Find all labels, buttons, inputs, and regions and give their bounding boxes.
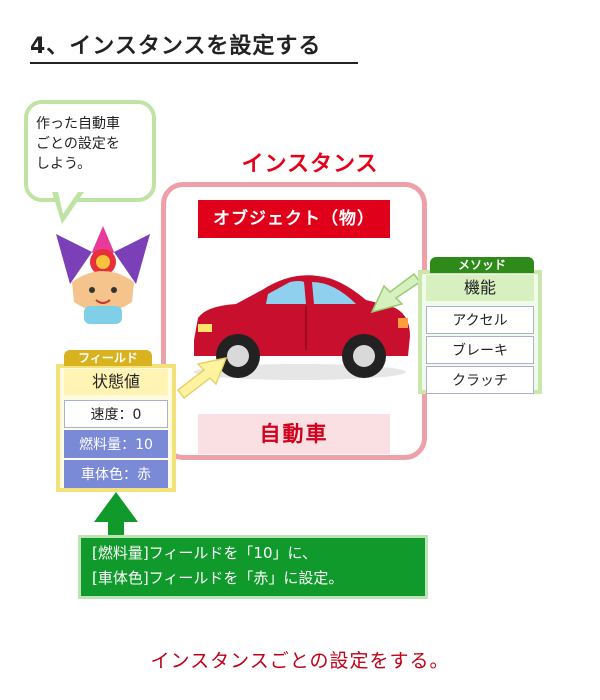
instance-title: インスタンス [241, 152, 379, 177]
car-label: 自動車 [198, 414, 390, 454]
field-header: 状態値 [64, 369, 168, 395]
description-line: [燃料量]フィールドを「10」に、 [92, 544, 318, 562]
arrow-up-icon [94, 492, 138, 540]
method-item-brake: ブレーキ [426, 336, 534, 364]
field-item-color: 車体色：赤 [64, 460, 168, 488]
method-item-clutch: クラッチ [426, 366, 534, 394]
arrow-left-icon [370, 272, 422, 314]
field-item-fuel: 燃料量：10 [64, 430, 168, 458]
method-item-accelerator: アクセル [426, 306, 534, 334]
method-tag: メソッド [430, 257, 534, 273]
method-item-list: アクセル ブレーキ クラッチ [426, 304, 534, 394]
object-label: オブジェクト（物） [198, 200, 390, 238]
car-illustration [194, 275, 410, 380]
heading-underline [30, 62, 358, 64]
speech-line: しよう。 [36, 156, 92, 172]
footer-caption: インスタンスごとの設定をする。 [150, 650, 450, 672]
field-item-list: 速度：0 燃料量：10 車体色：赤 [64, 398, 168, 488]
speech-bubble [24, 100, 156, 202]
speech-bubble-text: 作った自動車 ごとの設定を しよう。 [36, 114, 146, 174]
description-box [78, 535, 428, 599]
field-item-speed: 速度：0 [64, 400, 168, 428]
speech-line: 作った自動車 [36, 116, 120, 132]
arrow-right-icon [176, 356, 228, 400]
mascot-character-icon [56, 226, 150, 324]
method-header: 機能 [426, 275, 534, 301]
description-line: [車体色]フィールドを「赤」に設定。 [92, 569, 344, 587]
speech-bubble-tail [52, 192, 84, 224]
field-tag: フィールド [64, 350, 152, 366]
speech-line: ごとの設定を [36, 136, 120, 152]
page-heading: 4、インスタンスを設定する [30, 34, 322, 59]
description-text: [燃料量]フィールドを「10」に、 [車体色]フィールドを「赤」に設定。 [92, 541, 422, 591]
